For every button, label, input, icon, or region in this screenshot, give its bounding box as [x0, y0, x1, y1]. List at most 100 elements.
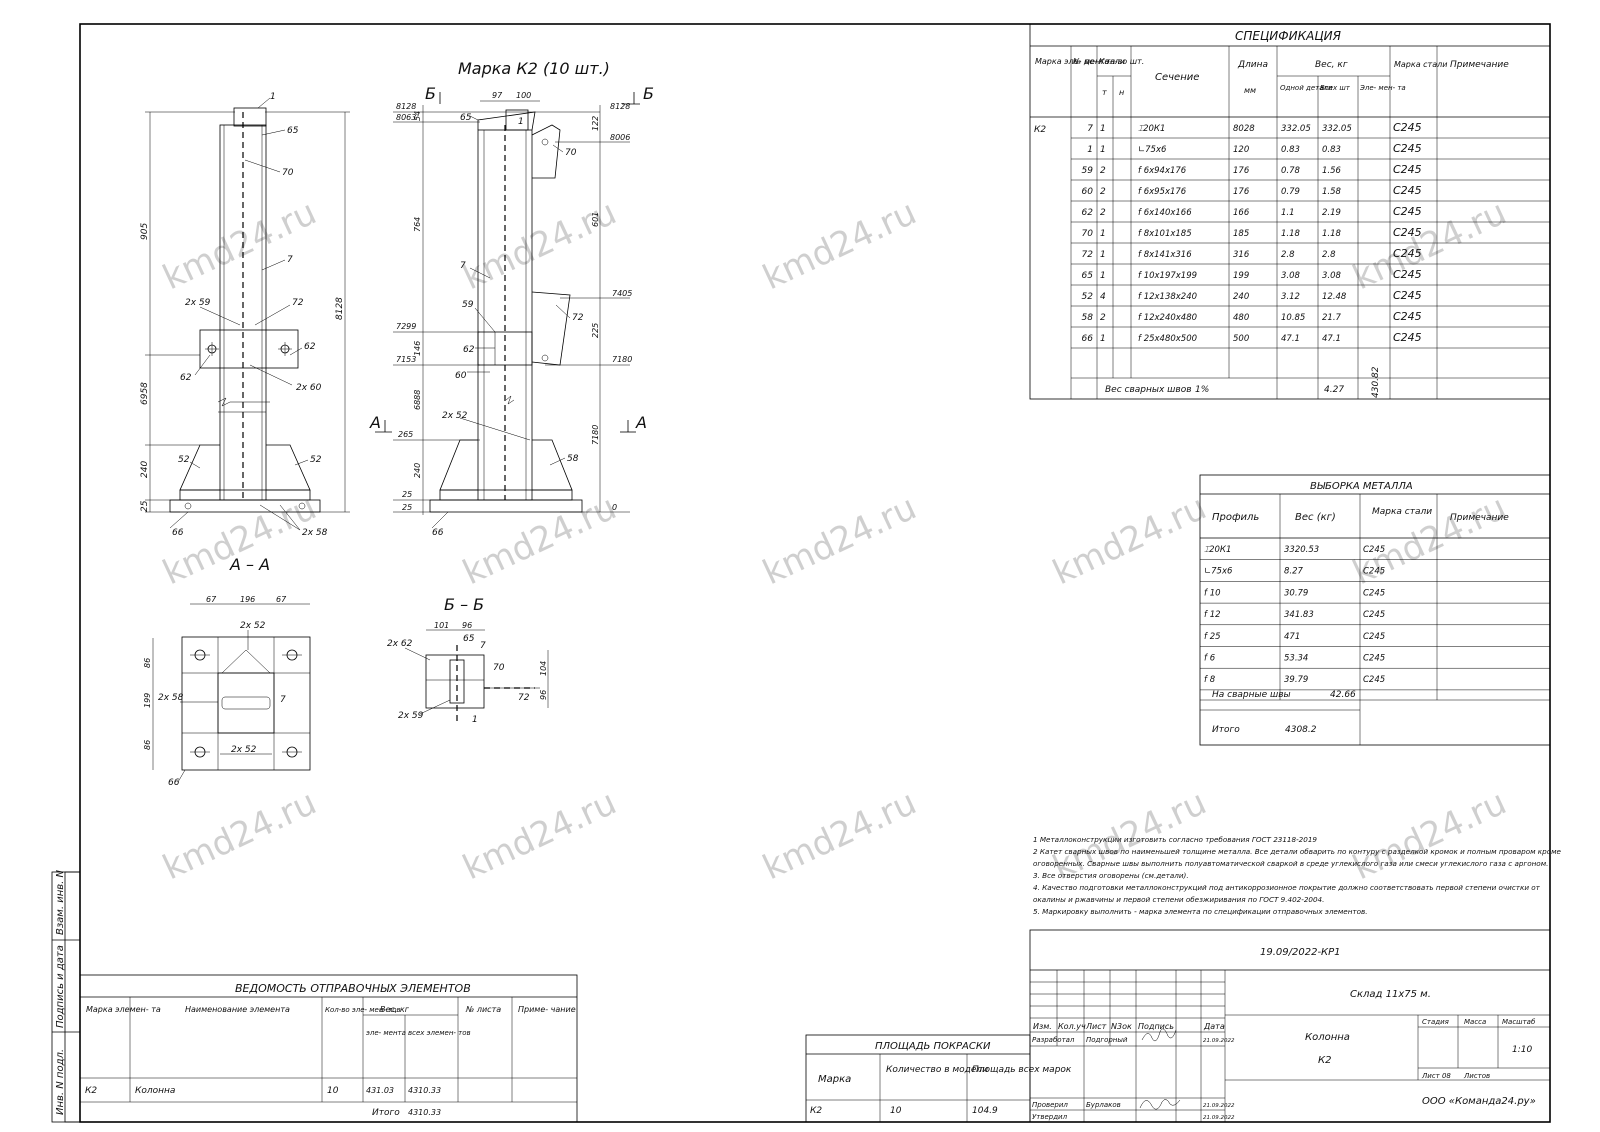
spec-cell-weight-one: 0.83	[1281, 145, 1300, 155]
side-level-7153: 7153	[396, 355, 416, 364]
spec-h-qty-t: т	[1102, 88, 1107, 97]
cut-b-left: Б	[425, 84, 436, 103]
side-stamp-inv: Инв. N подл.	[55, 1049, 66, 1115]
note-5: 5. Маркировку выполнить - марка элемента…	[1033, 907, 1368, 916]
tb-listov: Листов	[1463, 1072, 1490, 1080]
tb-h-data: Дата	[1203, 1022, 1225, 1031]
spec-cell-part-no: 65	[1082, 271, 1094, 281]
side-level-8006: 8006	[610, 133, 630, 142]
spec-weld-pct: 1%	[1195, 385, 1209, 395]
spec-cell-qty: 4	[1100, 292, 1106, 302]
side-stamp-podpis: Подпись и дата	[55, 945, 66, 1028]
side-level-7405: 7405	[612, 289, 632, 298]
drawing-title: Марка К2 (10 шт.)	[458, 59, 610, 78]
metal-cell-weight: 3320.53	[1284, 545, 1319, 555]
spec-cell-length: 316	[1233, 250, 1250, 260]
metal-h-note: Примечание	[1450, 513, 1509, 523]
side-level-25b: 25	[402, 503, 412, 512]
tb-massa: Масса	[1464, 1018, 1486, 1026]
spec-cell-part-no: 72	[1082, 250, 1094, 260]
front-label-1: 1	[270, 92, 276, 102]
spec-cell-section: f 12x138x240	[1138, 292, 1197, 302]
spec-cell-qty: 1	[1100, 271, 1106, 281]
specification-table: СПЕЦИФИКАЦИЯ Марка эле- мен- та № де- та…	[1029, 23, 1551, 400]
spec-cell-steel: С245	[1393, 331, 1422, 344]
side-label-7: 7	[460, 261, 466, 271]
tb-h-izm: Изм.	[1033, 1022, 1052, 1031]
front-label-2x60: 2x 60	[296, 383, 322, 393]
bb-label-1: 1	[472, 715, 478, 725]
watermark-text: kmd24.ru	[457, 488, 623, 594]
section-aa: А – А 67 196 67 86 199 86 2x 52 2x 58 7 …	[143, 555, 311, 788]
metal-title: ВЫБОРКА МЕТАЛЛА	[1310, 481, 1413, 492]
watermark-text: kmd24.ru	[457, 783, 623, 889]
paint-h-mark: Марка	[818, 1074, 851, 1085]
title-block: 19.09/2022-КР1 Склад 11х75 м. Колонна К2…	[1029, 929, 1551, 1123]
spec-cell-qty: 2	[1100, 187, 1106, 197]
spec-cell-weight-all: 47.1	[1322, 334, 1341, 344]
watermark-text: kmd24.ru	[757, 193, 923, 299]
spec-cell-length: 166	[1233, 208, 1250, 218]
side-dim-764: 764	[413, 217, 422, 232]
spec-cell-qty: 1	[1100, 145, 1106, 155]
side-level-265: 265	[398, 430, 413, 439]
aa-dim-86-top: 86	[143, 658, 152, 668]
tb-element: Колонна	[1305, 1032, 1350, 1043]
spec-cell-section: f 6x94x176	[1138, 166, 1187, 176]
bb-label-65: 65	[463, 634, 475, 644]
watermark-text: kmd24.ru	[1347, 488, 1513, 594]
side-level-25a: 25	[402, 490, 412, 499]
tb-scale: 1:10	[1512, 1045, 1532, 1055]
tb-stadia: Стадия	[1422, 1018, 1449, 1026]
spec-weld-label: Вес сварных швов	[1105, 385, 1192, 395]
spec-cell-steel: С245	[1393, 142, 1422, 155]
cut-a-left: А	[369, 413, 381, 432]
side-level-0: 0	[612, 503, 617, 512]
spec-cell-weight-one: 10.85	[1281, 313, 1305, 323]
spec-cell-weight-one: 2.8	[1281, 250, 1295, 260]
metal-cell-weight: 341.83	[1284, 610, 1314, 620]
watermark-text: kmd24.ru	[1347, 193, 1513, 299]
watermark-text: kmd24.ru	[757, 783, 923, 889]
side-label-2x52: 2x 52	[442, 411, 468, 421]
dispatch-row-qty: 10	[327, 1086, 339, 1096]
dispatch-row-all: 4310.33	[408, 1086, 441, 1095]
spec-cell-weight-one: 0.78	[1281, 166, 1301, 176]
dispatch-h-name: Наименование элемента	[185, 1005, 290, 1014]
side-label-60: 60	[455, 371, 467, 381]
spec-cell-weight-all: 2.19	[1322, 208, 1341, 218]
front-label-72: 72	[292, 298, 304, 308]
spec-cell-part-no: 59	[1082, 166, 1094, 176]
aa-dim-67-right: 67	[276, 595, 287, 604]
spec-cell-qty: 2	[1100, 313, 1106, 323]
dispatch-total-value: 4310.33	[408, 1108, 441, 1117]
paint-table: ПЛОЩАДЬ ПОКРАСКИ Марка Количество в моде…	[805, 1034, 1072, 1123]
spec-cell-section: ∟75x6	[1138, 145, 1167, 155]
tb-project: Склад 11х75 м.	[1350, 989, 1431, 1000]
side-dim-100: 100	[516, 91, 531, 100]
spec-cell-qty: 2	[1100, 208, 1106, 218]
note-2: 2 Катет сварных швов по наименьшей толщи…	[1033, 847, 1562, 856]
bb-label-7: 7	[480, 641, 486, 651]
spec-cell-qty: 1	[1100, 250, 1106, 260]
side-label-62: 62	[463, 345, 475, 355]
spec-cell-steel: С245	[1393, 121, 1422, 134]
metal-cell-weight: 471	[1284, 632, 1300, 642]
spec-cell-length: 176	[1233, 187, 1250, 197]
spec-h-weight-elem: Эле- мен- та	[1359, 84, 1406, 92]
spec-h-steel: Марка стали	[1394, 60, 1447, 69]
metal-cell-profile: f 10	[1204, 588, 1221, 598]
spec-cell-steel: С245	[1393, 184, 1422, 197]
dispatch-h-qty: Кол-во эле- мен- тов	[325, 1006, 401, 1014]
front-label-2x59: 2x 59	[185, 298, 211, 308]
metal-h-steel: Марка стали	[1372, 507, 1432, 517]
side-dim-122: 122	[591, 116, 600, 131]
metal-h-weight: Вес (кг)	[1295, 512, 1336, 523]
section-bb-title: Б – Б	[444, 595, 484, 614]
side-label-72: 72	[572, 313, 584, 323]
